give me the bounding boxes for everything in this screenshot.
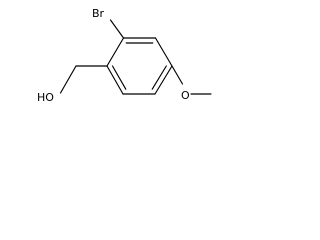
bond-ring-o xyxy=(171,65,184,85)
chemical-structure: Br HO O xyxy=(37,7,212,104)
benzene-ring xyxy=(106,37,173,95)
bromine-label: Br xyxy=(92,7,105,20)
ring-bond-c1-c2 xyxy=(106,37,125,67)
hydroxyl-label: HO xyxy=(37,91,54,104)
ring-inner-double-bond-3 xyxy=(151,65,167,90)
ring-bond-c4-c5 xyxy=(154,65,173,95)
ring-inner-double-bond-2 xyxy=(111,65,127,90)
bond-ch2-oh xyxy=(59,65,77,94)
bond-c-br xyxy=(109,19,125,39)
ring-bond-c2-c3 xyxy=(106,65,124,95)
ring-bond-c5-c6 xyxy=(154,37,173,67)
methoxy-oxygen-label: O xyxy=(181,89,190,102)
